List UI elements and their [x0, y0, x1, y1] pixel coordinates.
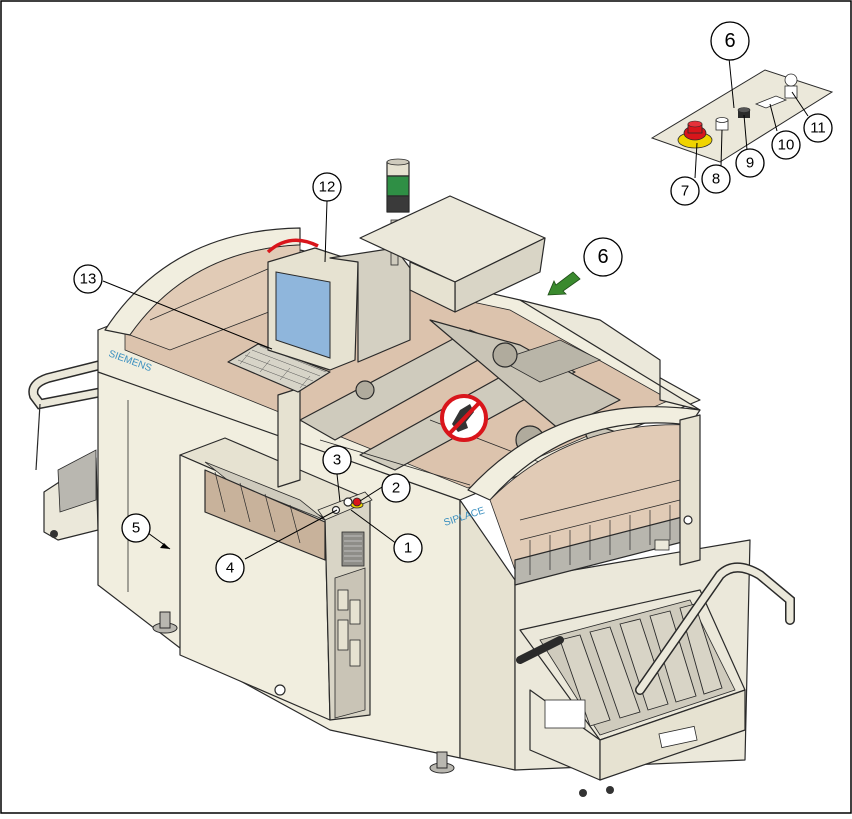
callout-6-arrow: 6: [584, 238, 622, 276]
svg-text:6: 6: [724, 30, 735, 52]
svg-text:8: 8: [712, 171, 720, 188]
emergency-stop-icon: [353, 498, 361, 506]
svg-text:5: 5: [132, 520, 140, 537]
callout-7: 7: [671, 177, 699, 205]
callout-3: 3: [323, 446, 351, 474]
callout-11: 11: [804, 114, 832, 142]
svg-text:12: 12: [319, 179, 336, 196]
svg-text:1: 1: [404, 540, 412, 557]
svg-text:6: 6: [597, 246, 608, 268]
callout-12: 12: [313, 173, 341, 201]
callout-5: 5: [122, 514, 150, 542]
svg-text:13: 13: [80, 271, 97, 288]
callout-1: 1: [394, 534, 422, 562]
signal-lamp-green: [387, 176, 409, 196]
svg-text:10: 10: [778, 137, 795, 154]
right-end-panel: [680, 415, 700, 565]
svg-text:2: 2: [392, 480, 400, 497]
svg-text:3: 3: [333, 452, 341, 469]
callout-8: 8: [702, 165, 730, 193]
callout-2: 2: [382, 474, 410, 502]
callout-10: 10: [772, 131, 800, 159]
callout-6-inset: 6: [711, 22, 749, 60]
callout-4: 4: [216, 554, 244, 582]
no-reaching-in-icon: [442, 396, 486, 440]
svg-text:9: 9: [746, 155, 754, 172]
svg-text:11: 11: [810, 120, 826, 137]
callout-13: 13: [74, 265, 102, 293]
keyboard-post: [278, 388, 300, 487]
callout-9: 9: [736, 149, 764, 177]
svg-text:7: 7: [681, 183, 689, 200]
svg-text:4: 4: [226, 560, 234, 577]
